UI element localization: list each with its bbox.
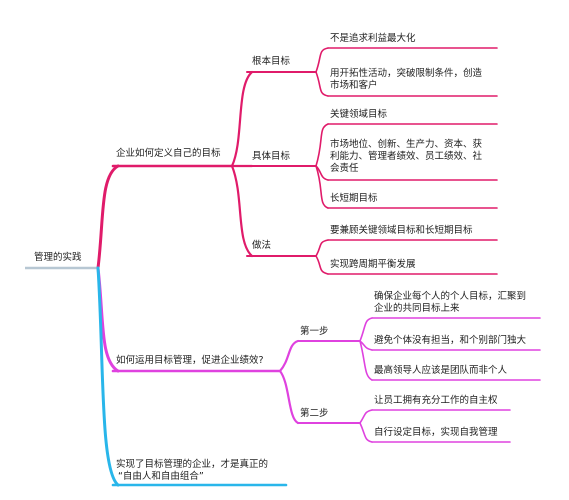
branch2-sub2-label[interactable]: 第二步 <box>300 408 329 419</box>
branch1-sub3-label[interactable]: 做法 <box>252 240 272 251</box>
branch3-connectors <box>96 266 288 487</box>
leaf-label[interactable]: 市场地位、创新、生产力、资本、获利能力、管理者绩效、员工绩效、社会责任 <box>330 139 483 174</box>
branch3-label-line1[interactable]: 实现了目标管理的企业，才是真正的 <box>116 459 269 470</box>
branch1-label[interactable]: 企业如何定义自己的目标 <box>116 148 221 159</box>
leaf-label[interactable]: 不是追求利益最大化 <box>330 33 416 44</box>
leaf-label[interactable]: 最高领导人应该是团队而非个人 <box>374 365 508 376</box>
root-node-label[interactable]: 管理的实践 <box>34 252 82 263</box>
leaf-label[interactable]: 确保企业每个人的个人目标，汇聚到企业的共同目标上来 <box>374 291 527 314</box>
branch1-connectors <box>96 47 498 275</box>
branch1-sub1-label[interactable]: 根本目标 <box>252 56 291 67</box>
leaf-label[interactable]: 要兼顾关键领域目标和长短期目标 <box>330 225 473 236</box>
leaf-label[interactable]: 避免个体没有担当，和个别部门独大 <box>374 335 527 346</box>
branch2-sub1-label[interactable]: 第一步 <box>300 326 329 337</box>
leaf-label[interactable]: 长短期目标 <box>330 193 378 204</box>
leaf-label[interactable]: 让员工拥有充分工作的自主权 <box>374 395 498 406</box>
leaf-label[interactable]: 用开拓性活动，突破限制条件，创造市场和客户 <box>330 68 483 91</box>
branch3-label-line2[interactable]: “自由人和自由组合” <box>118 471 204 482</box>
branch1-sub2-label[interactable]: 具体目标 <box>252 151 291 162</box>
leaf-label[interactable]: 关键领域目标 <box>330 109 388 120</box>
branch2-label[interactable]: 如何运用目标管理，促进企业绩效? <box>116 355 264 366</box>
leaf-label[interactable]: 自行设定目标，实现自我管理 <box>374 427 498 438</box>
leaf-label[interactable]: 实现跨周期平衡发展 <box>330 259 416 270</box>
